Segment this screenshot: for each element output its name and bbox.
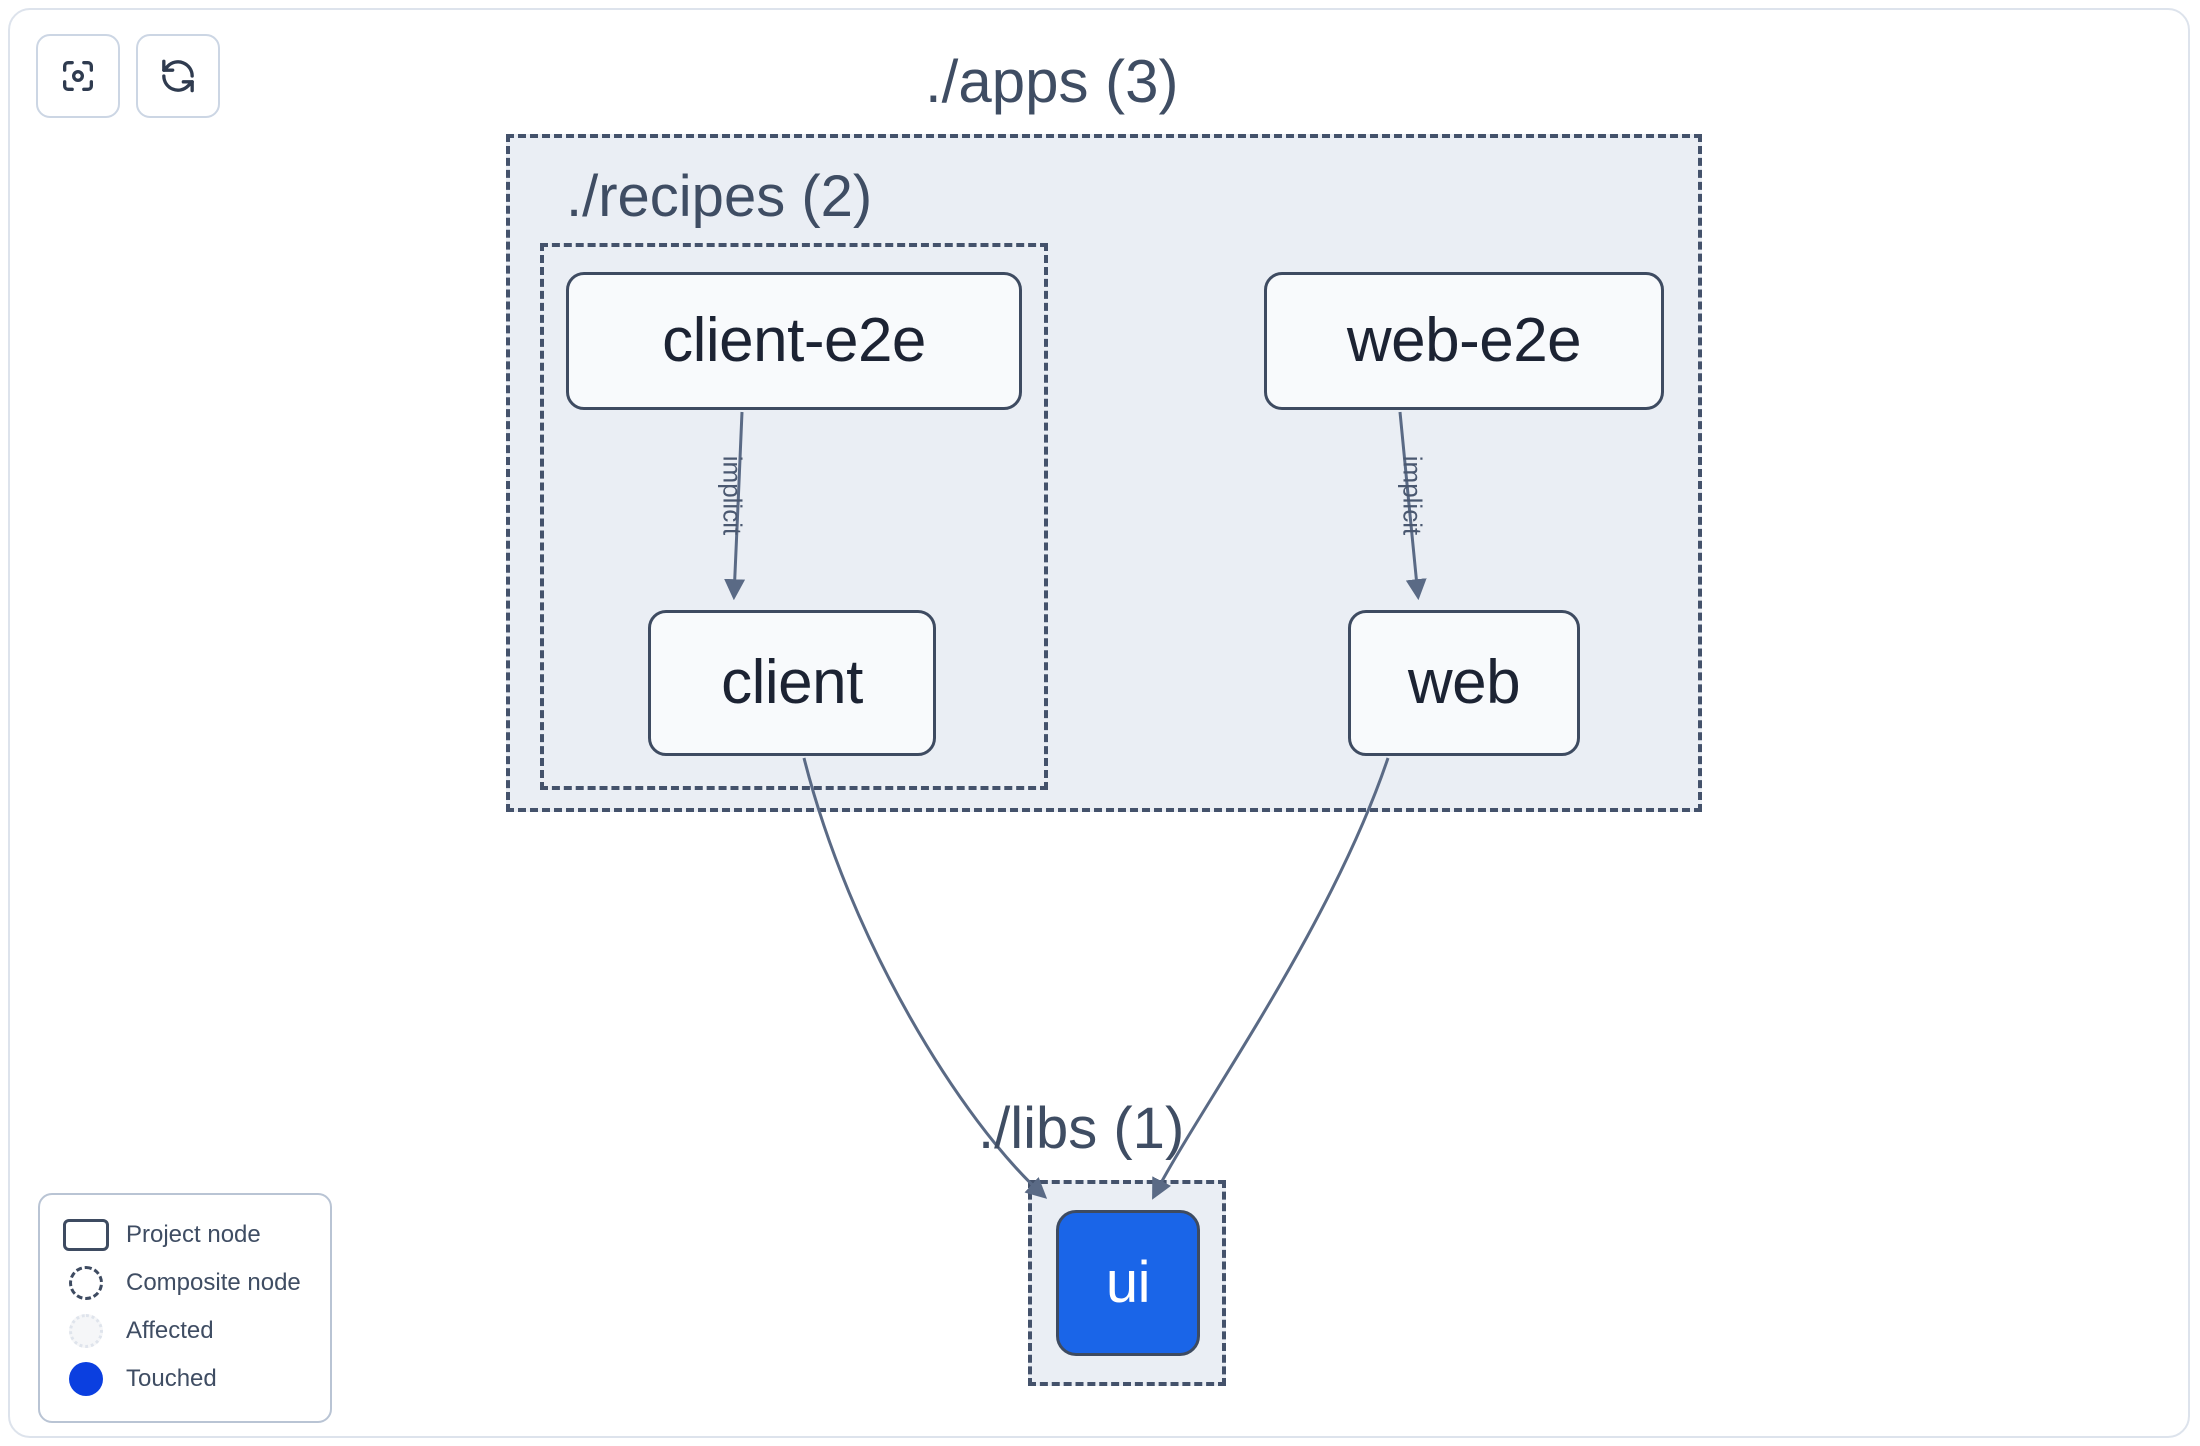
project-node-label: ui: [1105, 1250, 1151, 1315]
project-node-swatch: [62, 1218, 110, 1252]
touched-swatch: [62, 1362, 110, 1396]
project-node-label: web: [1407, 648, 1521, 717]
legend-item-composite-node: Composite node: [62, 1259, 312, 1307]
edge-web-to-ui: [1152, 757, 1390, 1200]
project-node-web-e2e[interactable]: web-e2e: [1264, 272, 1664, 410]
legend-item-affected: Affected: [62, 1307, 312, 1355]
project-node-label: client-e2e: [662, 306, 926, 375]
refresh-icon: [158, 56, 198, 96]
project-node-client-e2e[interactable]: client-e2e: [566, 272, 1022, 410]
legend-item-label: Affected: [126, 1317, 214, 1344]
focus-graph-button[interactable]: [36, 34, 120, 118]
legend-item-label: Touched: [126, 1365, 217, 1392]
refresh-graph-button[interactable]: [136, 34, 220, 118]
project-node-ui[interactable]: ui: [1056, 1210, 1200, 1356]
project-node-label: client: [721, 648, 863, 717]
project-node-web[interactable]: web: [1348, 610, 1580, 756]
edge-label-implicit-client: implicit: [717, 455, 748, 536]
legend-item-label: Composite node: [126, 1269, 301, 1296]
project-node-label: web-e2e: [1346, 306, 1582, 375]
legend-item-label: Project node: [126, 1221, 261, 1248]
composite-group-recipes-label: ./recipes (2): [566, 164, 873, 229]
edge-label-implicit-web: implicit: [1397, 455, 1428, 536]
affected-swatch: [62, 1314, 110, 1348]
composite-group-libs-label: ./libs (1): [978, 1096, 1185, 1161]
focus-target-icon: [58, 56, 98, 96]
graph-toolbar: [36, 34, 220, 118]
composite-group-apps-label: ./apps (3): [925, 48, 1179, 115]
composite-node-swatch: [62, 1266, 110, 1300]
graph-legend: Project node Composite node Affected Tou…: [38, 1193, 332, 1423]
legend-item-touched: Touched: [62, 1355, 312, 1403]
project-node-client[interactable]: client: [648, 610, 936, 756]
legend-item-project-node: Project node: [62, 1211, 312, 1259]
